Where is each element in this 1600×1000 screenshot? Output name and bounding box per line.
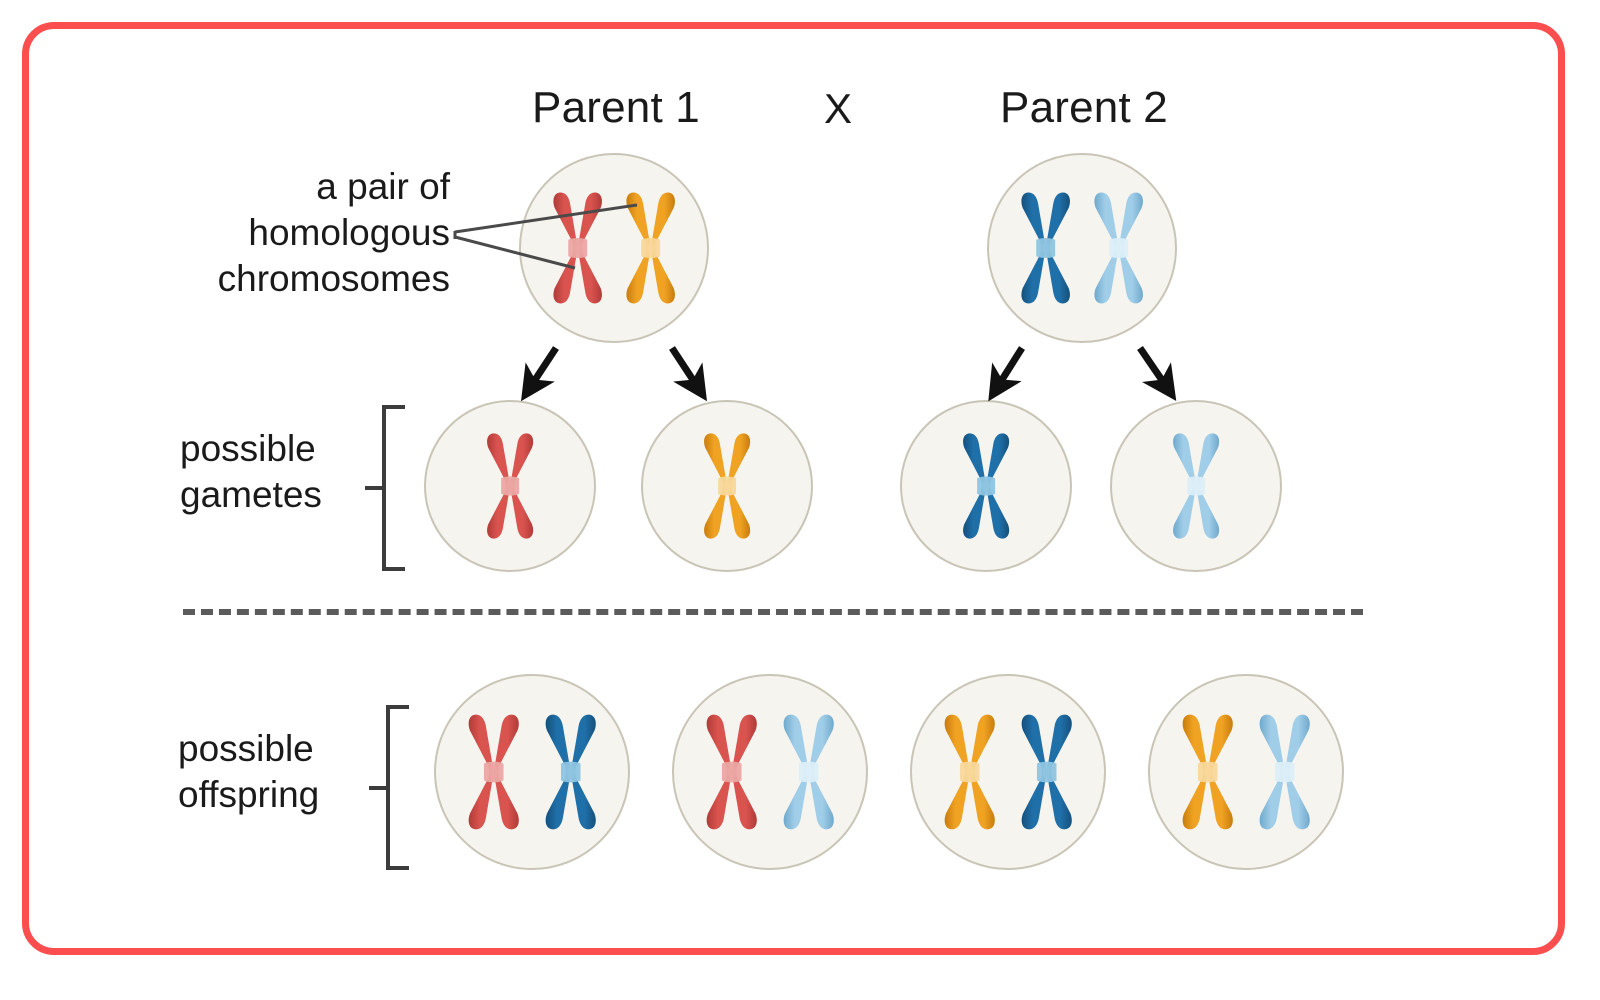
cross-symbol: X [824, 85, 853, 132]
offspring-cell-3 [910, 674, 1106, 870]
possible-offspring-label: possible offspring [178, 728, 320, 815]
section-divider-dashed-line [183, 609, 1363, 615]
parent-1-title: Parent 1 [532, 83, 700, 132]
gamete-cell-orange [641, 400, 813, 572]
offspring-cell-2 [672, 674, 868, 870]
parent-2-cell [987, 153, 1177, 343]
parent-1-cell [519, 153, 709, 343]
possible-gametes-label: possible gametes [180, 428, 322, 515]
red-border-frame [22, 22, 1565, 955]
homologous-chromosomes-annotation: a pair of homologous chromosomes [217, 166, 450, 299]
offspring-cell-4 [1148, 674, 1344, 870]
offspring-cell-1 [434, 674, 630, 870]
gamete-cell-red [424, 400, 596, 572]
gamete-cell-lightblue [1110, 400, 1282, 572]
gamete-cell-blue [900, 400, 1072, 572]
parent-2-title: Parent 2 [1000, 83, 1168, 132]
